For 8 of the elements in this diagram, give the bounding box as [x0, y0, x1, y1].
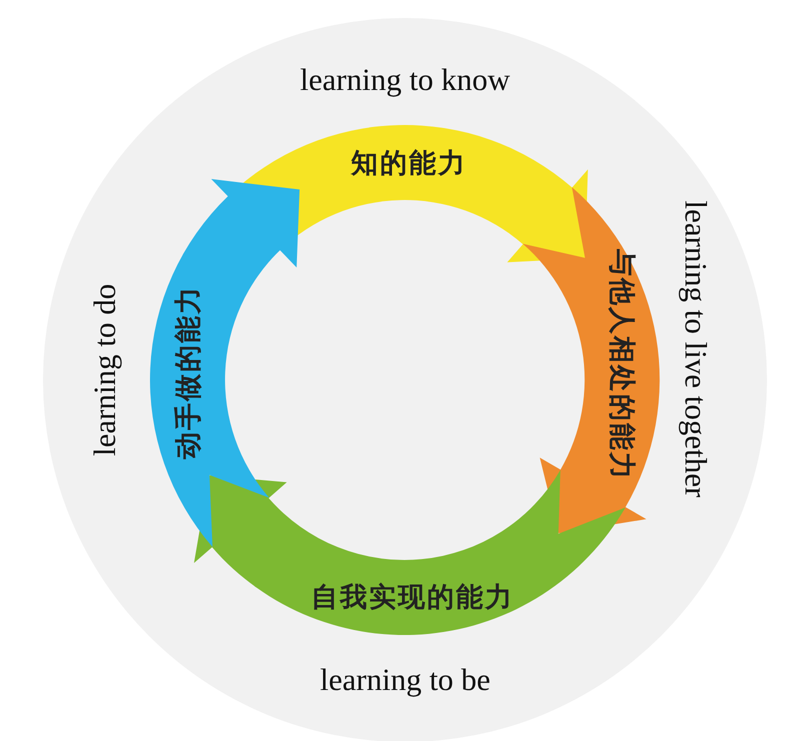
segment-label: 知的能力 [350, 146, 467, 181]
outer-label: learning to do [87, 283, 124, 456]
segment-label: 自我实现的能力 [311, 581, 514, 616]
outer-label: learning to be [320, 662, 490, 698]
outer-label: learning to know [300, 62, 510, 98]
segment-label: 动手做的能力 [172, 285, 205, 460]
outer-label: learning to live together [677, 200, 714, 498]
segment-label: 与他人相处的能力 [604, 248, 638, 481]
